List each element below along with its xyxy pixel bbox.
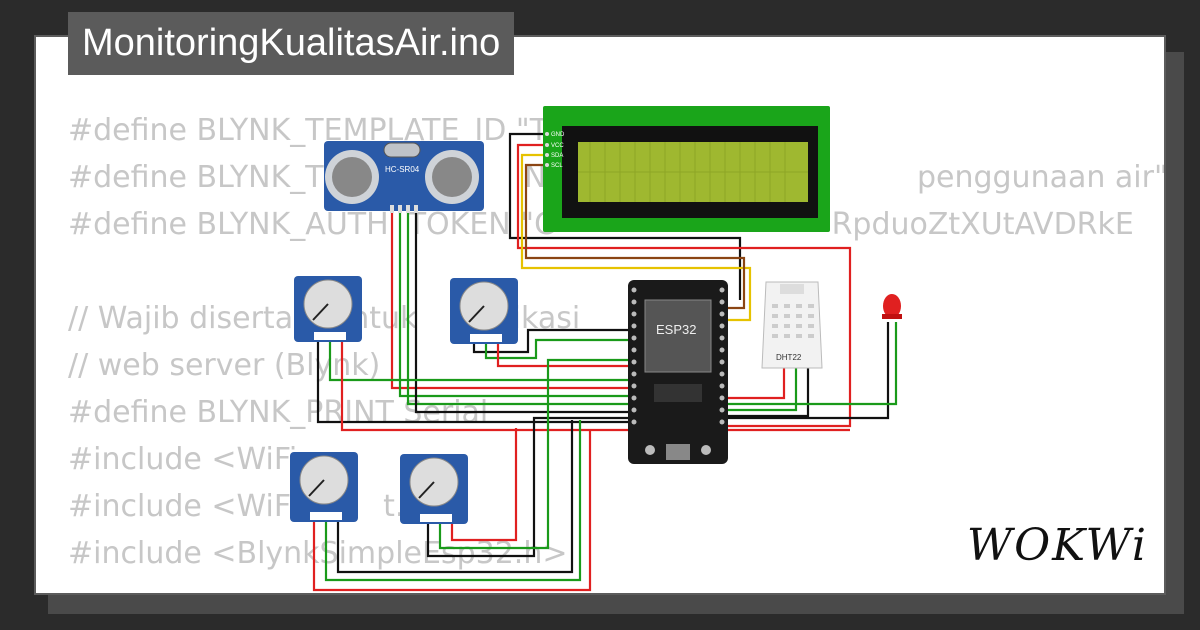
wire-led-anode [724,322,898,406]
wire-lcd-sda [520,153,752,322]
wire-pot4-sig [438,358,630,550]
wire-lcd-scl [524,163,746,310]
esp32-board[interactable]: ESP32 [628,280,728,464]
potentiometer-2[interactable] [450,278,518,344]
wire-pot1-sig [328,338,630,382]
code-line: // web server (Blynk) [68,348,381,383]
code-line: #include <BlynkSimpleEsp32.h> [68,536,568,571]
potentiometer-3[interactable] [290,452,358,522]
lcd-pin-sda: SDA [551,153,563,159]
wire-us-gnd [414,210,630,414]
project-title: MonitoringKualitasAir.ino [68,12,515,75]
wire-lcd-vcc [516,143,852,428]
wire-dht-vcc [724,365,786,400]
ultrasonic-label: HC-SR04 [385,165,420,174]
wire-pot2-sig [484,338,630,360]
potentiometer-4[interactable] [400,454,468,524]
wire-us-echo [406,210,630,406]
lcd-pixel-grid [578,142,808,202]
wire-pot2-vcc [496,340,630,368]
wire-pot2-gnd [472,328,630,354]
wokwi-logo: WOKWi [966,520,1148,571]
wire-dht-gnd [724,365,810,418]
code-line: #define BLYNK_PRINT Serial [68,395,489,430]
wire-us-trig [398,210,630,398]
lcd-pin-gnd: GND [551,132,565,138]
wire-led-cathode [724,322,890,420]
wire-pot3-sig [324,420,582,582]
wire-pot4-gnd [426,416,630,558]
lcd-display[interactable]: GND VCC SDA SCL [543,106,830,232]
ultrasonic-sensor[interactable]: HC-SR04 [324,141,484,213]
wire-pot1-gnd [316,338,630,424]
esp32-label: ESP32 [656,322,696,337]
lcd-pin-vcc: VCC [551,143,564,149]
dht-label: DHT22 [776,353,802,362]
wire-us-vcc [390,210,630,390]
code-line: #include <WiFi [68,442,298,477]
red-led[interactable] [882,294,902,319]
dht22-sensor[interactable]: DHT22 [761,281,823,369]
potentiometer-1[interactable] [294,276,362,342]
wire-pot3-vcc [312,430,592,592]
wire-dht-data [724,365,798,412]
wire-pot4-gnd-run [336,420,574,574]
wire-pot4-vcc [450,428,518,542]
wires [312,132,898,592]
lcd-pin-scl: SCL [551,163,563,169]
